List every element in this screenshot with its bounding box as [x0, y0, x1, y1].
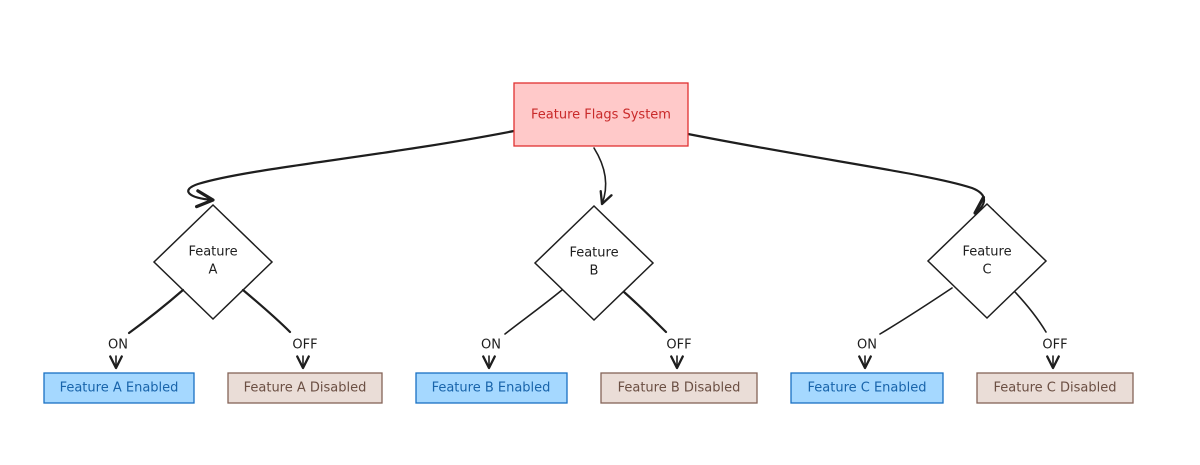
feature-c-on-label: ON: [857, 338, 877, 353]
branch-feature-b: Feature B ON OFF Feature B Enabled Featu…: [415, 204, 758, 404]
feature-b-off-label: OFF: [666, 338, 691, 353]
feature-b-enabled-box: [415, 372, 568, 404]
root-node: Feature Flags System: [513, 82, 689, 147]
edge-feature-a-off: [241, 288, 292, 334]
root-node-label: Feature Flags System: [531, 108, 671, 123]
root-edges: [187, 129, 995, 215]
edge-root-to-feature-b: [593, 147, 613, 206]
decision-feature-c: [926, 202, 1048, 320]
feature-c-enabled-box: [790, 372, 944, 404]
feature-a-off-label: OFF: [292, 338, 317, 353]
feature-b-on-label: ON: [481, 338, 501, 353]
feature-c-disabled-box: [976, 372, 1134, 404]
edge-root-to-feature-c: [686, 132, 995, 215]
feature-c-disabled-label: Feature C Disabled: [994, 381, 1117, 396]
edge-feature-a-on: [127, 288, 185, 335]
decision-feature-c-line2: C: [982, 263, 991, 278]
feature-b-enabled-label: Feature B Enabled: [432, 381, 551, 396]
edge-root-to-feature-a: [187, 129, 516, 209]
branch-feature-a: Feature A ON OFF Feature A Enabled Featu…: [43, 203, 383, 404]
feature-c-enabled-label: Feature C Enabled: [808, 381, 927, 396]
decision-feature-b-line2: B: [590, 264, 599, 279]
feature-a-disabled-box: [227, 372, 383, 404]
decision-feature-a-line1: Feature: [188, 245, 237, 260]
feature-a-enabled-label: Feature A Enabled: [60, 381, 179, 396]
edge-feature-c-on: [879, 287, 953, 335]
edge-feature-b-off: [622, 290, 668, 334]
edge-feature-c-off: [1014, 291, 1047, 333]
feature-b-disabled-label: Feature B Disabled: [618, 381, 741, 396]
feature-a-enabled-box: [43, 372, 195, 404]
decision-feature-a-line2: A: [209, 263, 218, 278]
feature-c-off-label: OFF: [1042, 338, 1067, 353]
root-node-box: [513, 82, 689, 147]
edge-feature-b-on: [504, 289, 563, 335]
branch-feature-c: Feature C ON OFF Feature C Enabled Featu…: [790, 202, 1134, 404]
feature-a-disabled-label: Feature A Disabled: [244, 381, 367, 396]
feature-a-on-label: ON: [108, 338, 128, 353]
feature-b-disabled-box: [600, 372, 758, 404]
decision-feature-b-line1: Feature: [569, 246, 618, 261]
decision-feature-c-line1: Feature: [962, 245, 1011, 260]
